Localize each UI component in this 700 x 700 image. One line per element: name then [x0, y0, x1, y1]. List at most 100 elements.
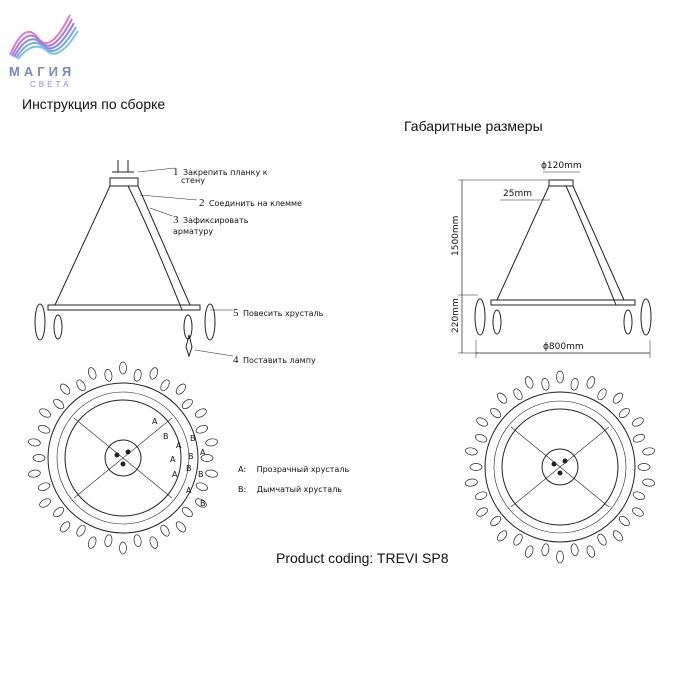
canopy-plate — [109, 177, 139, 187]
suspension-wire-right — [137, 185, 191, 306]
power-cable — [127, 185, 183, 311]
crystal-petal — [570, 543, 579, 556]
crystal-petal — [39, 408, 51, 418]
crystal-ring-right — [465, 370, 655, 564]
crystal-petal — [612, 392, 623, 404]
crystal-petal — [104, 534, 113, 547]
dimension-side-view — [458, 171, 652, 358]
crystal-petal — [618, 515, 630, 527]
crystal-right-outer — [204, 303, 216, 341]
crystal-petal — [133, 369, 142, 382]
product-code: Product coding: TREVI SP8 — [276, 550, 449, 566]
legend-b: B: Дымчатый хрусталь — [238, 485, 343, 494]
crystal-petal — [28, 469, 41, 478]
step-1-line2: стену — [181, 176, 205, 185]
crystal-petal — [497, 392, 508, 404]
canopy-diameter-label: ϕ120mm — [541, 161, 582, 171]
step-3: 3 Зафиксировать — [173, 214, 249, 226]
crystal-petal — [205, 469, 218, 478]
crystal-petal — [612, 530, 623, 542]
crystal-right-inner — [183, 314, 193, 340]
crystal-letter: B — [163, 432, 169, 441]
ring-frame — [47, 304, 201, 311]
crystal-petal — [195, 408, 207, 418]
crystal-left-outer — [34, 303, 46, 341]
crystal-petal — [53, 506, 65, 518]
crystal-petal — [490, 515, 502, 527]
crystal-petal — [632, 507, 644, 517]
crystal-petal — [160, 379, 170, 392]
crystal-petal — [513, 388, 523, 401]
step-1: 1 Закрепить планку к — [173, 166, 268, 178]
canopy — [548, 179, 574, 187]
crystal-petal — [642, 447, 655, 456]
crystal-petal — [160, 524, 170, 537]
crystal-petal — [119, 541, 127, 555]
step-2: 2 Соединить на клемме — [199, 197, 302, 209]
outer-ring — [47, 382, 199, 534]
crystal-letter: A — [186, 486, 192, 495]
crystal-left-inner — [53, 314, 63, 340]
crystal-petal — [642, 478, 655, 487]
crystal-petal — [32, 454, 46, 462]
plan-view-right — [465, 370, 655, 564]
crystal-petal — [570, 378, 579, 391]
crystal-petal — [37, 482, 51, 491]
crystal-petal — [474, 434, 488, 443]
legend-a: A: Прозрачный хрусталь — [238, 465, 350, 474]
crystal-petal — [632, 417, 644, 427]
crystal-petal — [149, 536, 159, 549]
crystal-petal — [175, 383, 186, 395]
crystal-petal — [541, 378, 550, 391]
crystal-petal — [195, 482, 209, 491]
crystal-petal — [513, 533, 523, 546]
crystal-petal — [476, 507, 488, 517]
crystal-petal — [28, 438, 41, 447]
crystal-petal — [60, 383, 71, 395]
crystal-letter: B — [198, 470, 204, 479]
crystal-petal — [541, 543, 550, 556]
crystal-petal — [39, 498, 51, 508]
crystal-petal — [524, 376, 534, 389]
crystal-petal — [469, 463, 483, 471]
dimensions-title: Габаритные размеры — [404, 118, 543, 134]
crystal-letter: A — [200, 448, 206, 457]
height-label: 1500mm — [451, 215, 461, 256]
crystal-petal — [60, 521, 71, 533]
crystal-letter: B — [186, 464, 192, 473]
crystal-petal — [87, 367, 97, 380]
crystal-petal — [556, 370, 564, 384]
crystal-letter: B — [188, 452, 194, 461]
lamp-pendant — [185, 334, 193, 358]
step-5: 5 Повесить хрусталь — [233, 307, 324, 319]
ring-height-label: 220mm — [451, 298, 461, 333]
inner-ring — [64, 399, 182, 517]
crystal-petal — [181, 506, 193, 518]
crystal-letter: A — [152, 417, 158, 426]
crystal-petal — [497, 530, 508, 542]
center-hub — [104, 439, 142, 477]
step-3-line2: арматуру — [173, 227, 214, 236]
crystal-petal — [119, 361, 127, 375]
crystal-petal — [465, 478, 478, 487]
crystal-petal — [632, 491, 646, 500]
crystal-petal — [181, 398, 193, 410]
crystal-petal — [195, 425, 209, 434]
crystal-petal — [133, 534, 142, 547]
crystal-petal — [53, 398, 65, 410]
crystal-petal — [200, 454, 214, 462]
crystal-letter: B — [200, 499, 206, 508]
crystal-petal — [490, 407, 502, 419]
crystal-petal — [195, 498, 207, 508]
crystal-ring-left — [28, 361, 218, 555]
assembly-title: Инструкция по сборке — [22, 96, 166, 112]
crystal-petal — [597, 388, 607, 401]
logo-mark — [9, 14, 79, 60]
assembly-side-view — [34, 160, 234, 358]
crystal-petal — [465, 447, 478, 456]
crystal-petal — [104, 369, 113, 382]
crystal-petal — [556, 550, 564, 564]
suspension-wire-left — [54, 185, 111, 306]
crystal-letter: A — [170, 455, 176, 464]
